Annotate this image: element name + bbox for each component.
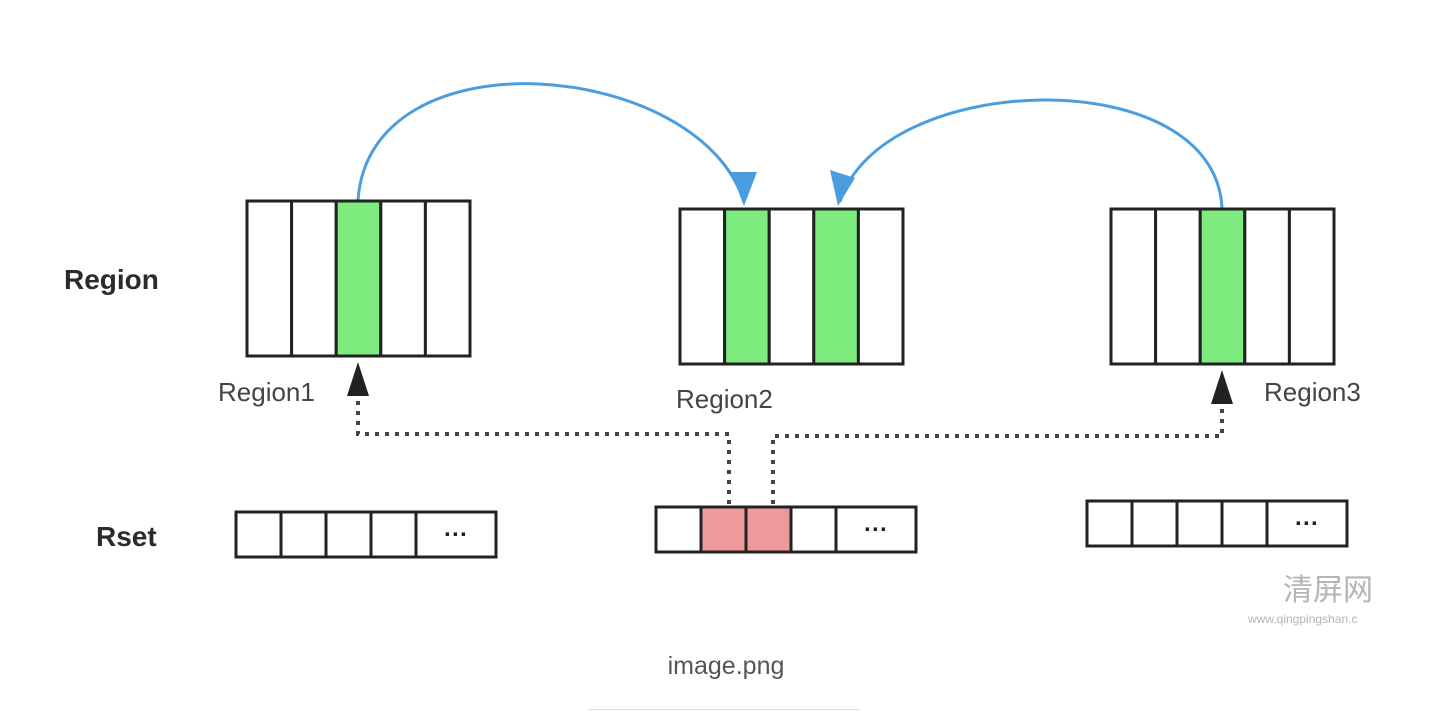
reference-arrows — [356, 82, 1224, 209]
rset-cell — [234, 510, 283, 559]
region-rset-diagram: Region Rset Region1 Region2 Region3 ····… — [64, 82, 1373, 626]
region-cell-referenced — [812, 207, 860, 366]
arrowhead-region3-to-region2 — [830, 170, 855, 206]
rset-cell-highlighted — [699, 505, 748, 554]
rset-cell-highlighted — [744, 505, 793, 554]
watermark-text: 清屏网 — [1283, 574, 1373, 607]
region-cell — [856, 207, 905, 366]
rset-cell — [1175, 499, 1224, 548]
rset-ellipsis: ··· — [864, 517, 888, 544]
region-block-1 — [245, 199, 472, 358]
rset-cell — [1130, 499, 1179, 548]
rset-cell — [1220, 499, 1269, 548]
rset-row-label: Rset — [96, 521, 157, 552]
region-cell — [1243, 207, 1291, 366]
region-cell-referenced — [334, 199, 383, 358]
arrowhead-to-region1 — [347, 362, 369, 396]
reference-arrow-region1-to-region2 — [356, 82, 746, 203]
region-cell — [1287, 207, 1336, 366]
region-row-label: Region — [64, 264, 159, 295]
region-label-2: Region2 — [676, 384, 773, 414]
region-cell — [1109, 207, 1158, 366]
rset-cell — [789, 505, 838, 554]
rset-ellipsis: ··· — [1295, 511, 1319, 538]
reference-arrow-region3-to-region2 — [838, 98, 1224, 209]
region-cell — [678, 207, 727, 366]
region-block-2 — [678, 207, 905, 366]
region-label-3: Region3 — [1264, 377, 1361, 407]
region-cell-referenced — [1198, 207, 1247, 366]
rset-ellipsis-cell — [1265, 499, 1349, 548]
rset-ellipsis-cell — [834, 505, 918, 554]
rset-cell — [279, 510, 328, 559]
region-cell — [379, 199, 427, 358]
rset-strip-1: ··· — [234, 510, 498, 559]
rset-cell — [1085, 499, 1134, 548]
watermark: 清屏网 www.qingpingshan.c — [1247, 574, 1373, 626]
rset-strip-2: ··· — [654, 505, 918, 554]
dotted-link-to-region1 — [356, 392, 731, 504]
arrowhead-region1-to-region2 — [731, 172, 757, 206]
rset-cell — [654, 505, 703, 554]
rset-cell — [324, 510, 373, 559]
rset-links — [347, 362, 1233, 504]
region-cell — [767, 207, 816, 366]
region-block-3 — [1109, 207, 1336, 366]
rset-ellipsis: ··· — [444, 522, 468, 549]
watermark-url: www.qingpingshan.c — [1247, 612, 1357, 626]
regions — [245, 199, 1336, 366]
dotted-link-to-region3 — [771, 400, 1224, 504]
rset-strip-3: ··· — [1085, 499, 1349, 548]
region-cell — [1154, 207, 1202, 366]
rset-cell — [369, 510, 418, 559]
image-caption: image.png — [667, 652, 785, 680]
caption-divider — [588, 709, 860, 710]
region-cell — [245, 199, 294, 358]
rset-ellipsis-cell — [414, 510, 498, 559]
rsets: ··· ··· ··· — [234, 499, 1349, 559]
region-cell — [423, 199, 472, 358]
region-label-1: Region1 — [218, 377, 315, 407]
region-cell — [290, 199, 338, 358]
region-cell-referenced — [723, 207, 771, 366]
arrowhead-to-region3 — [1211, 370, 1233, 404]
